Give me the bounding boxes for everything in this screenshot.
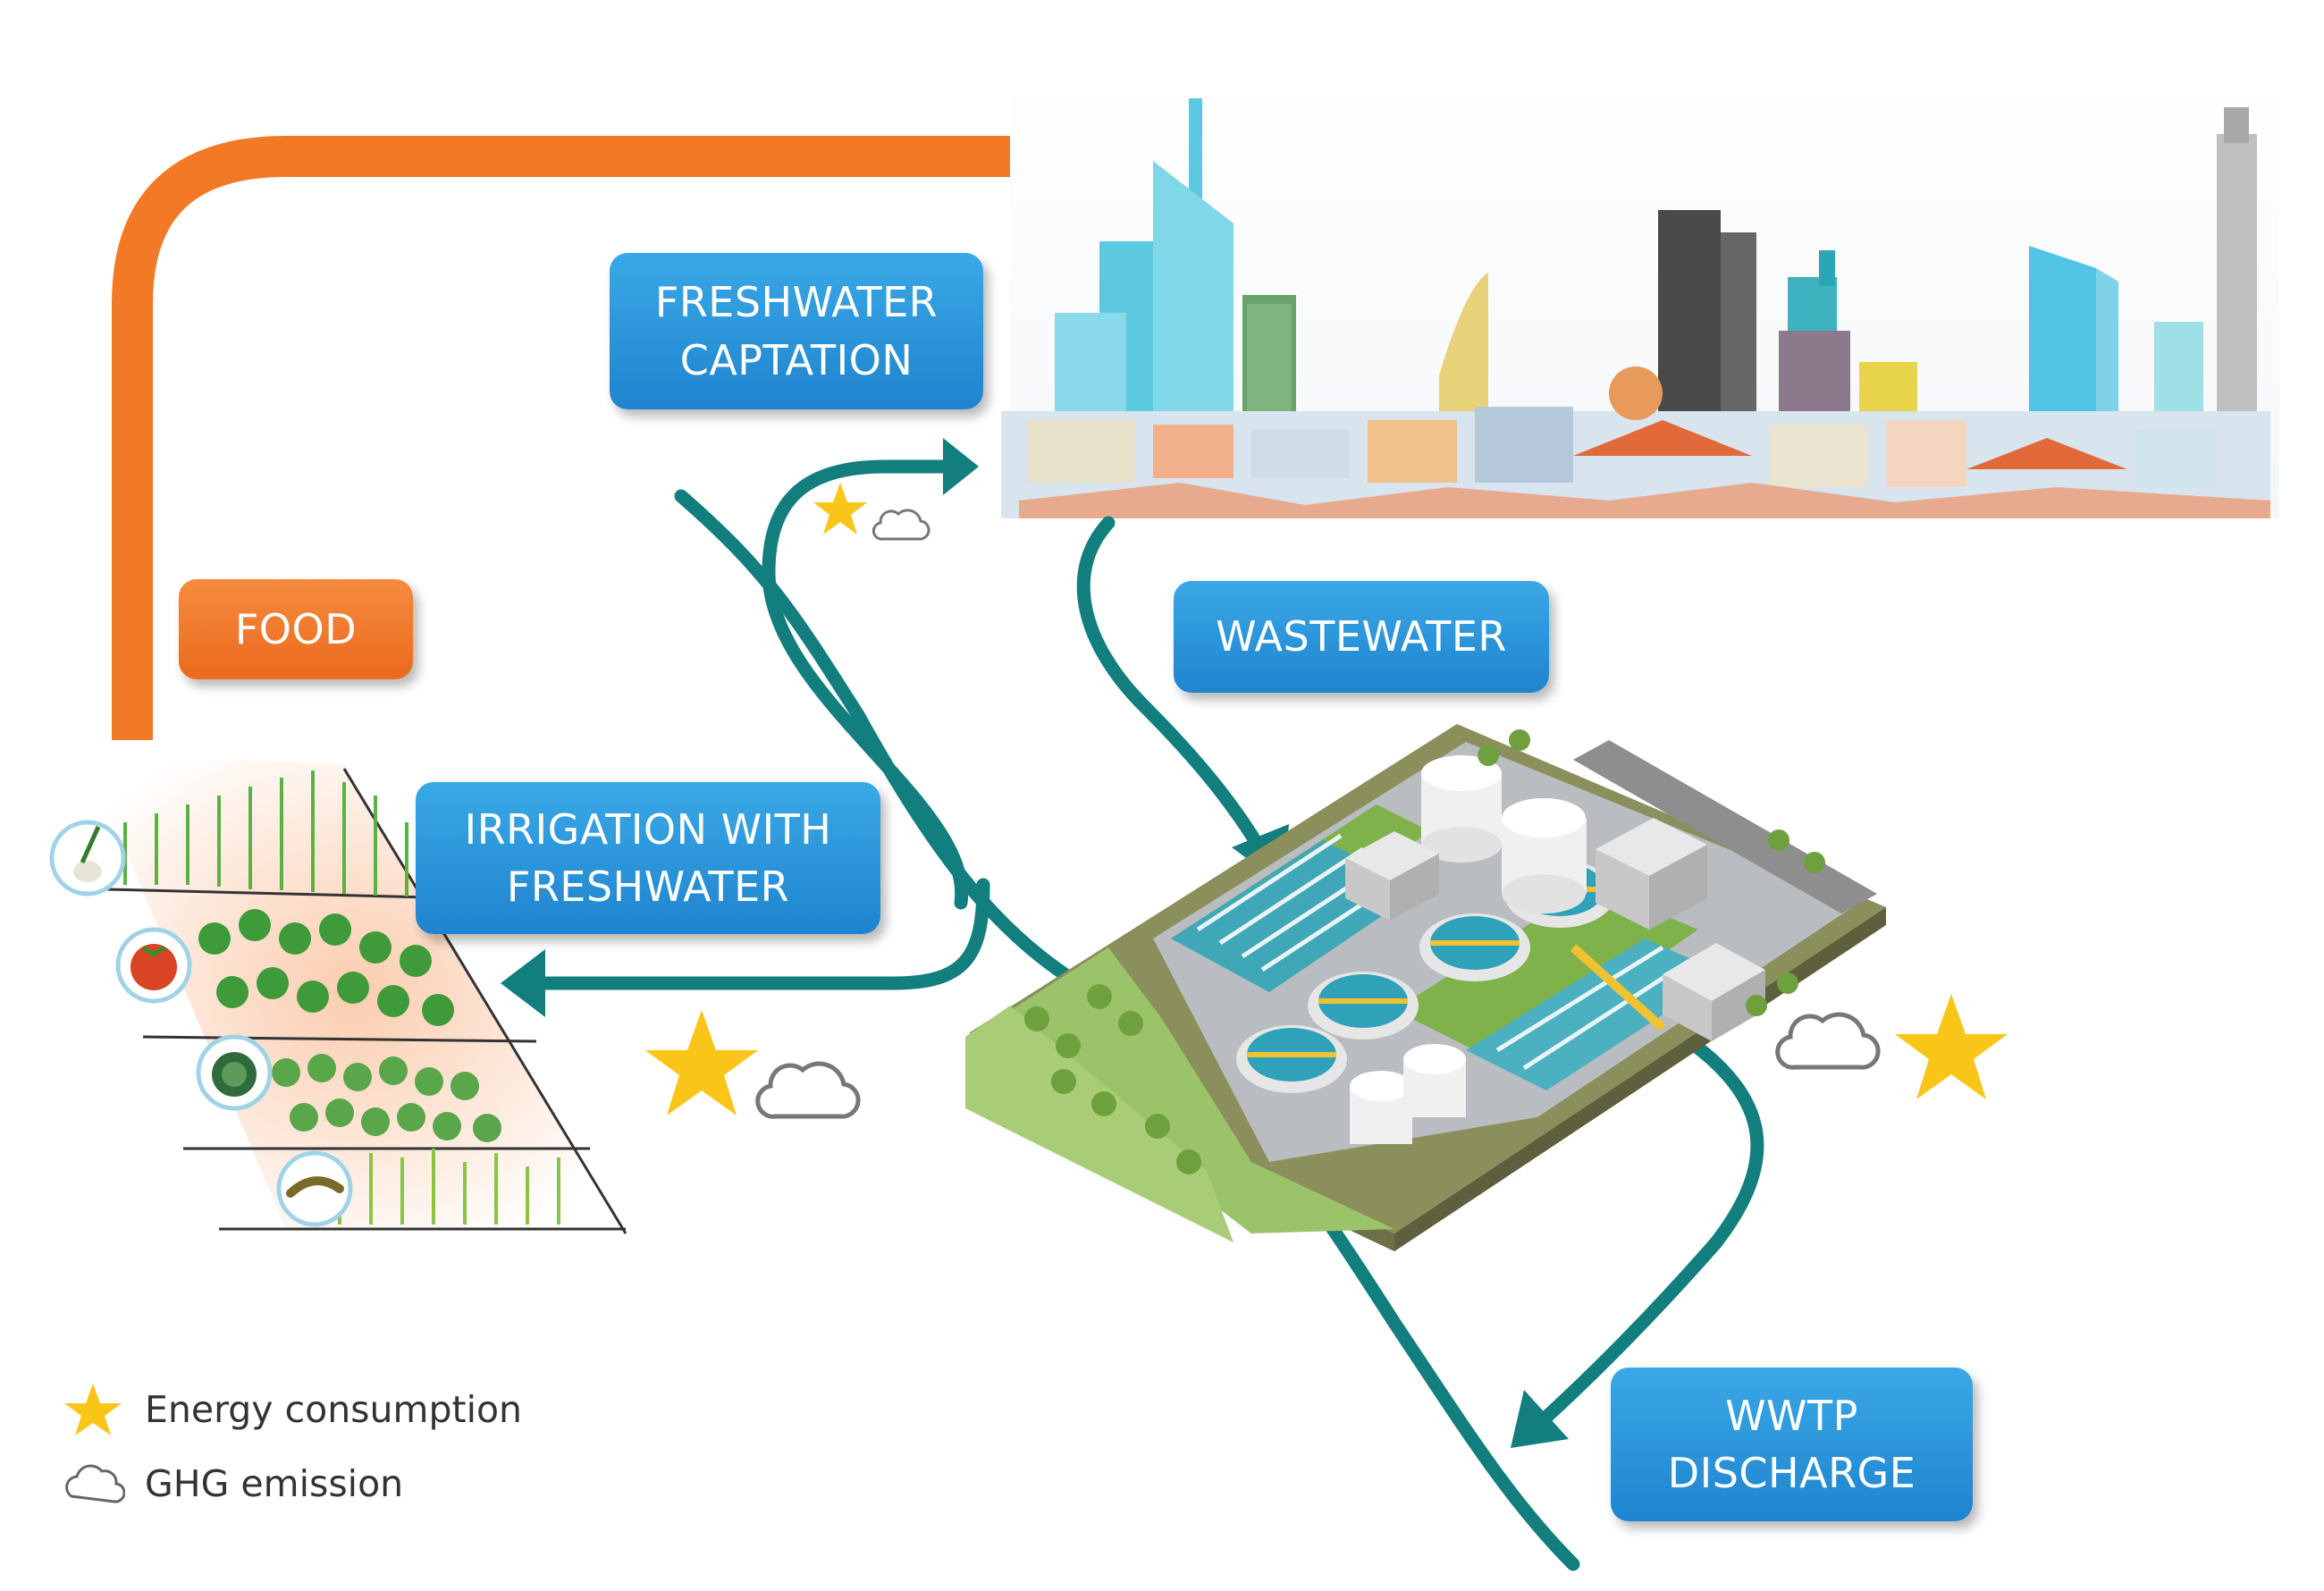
cabbage-icon bbox=[196, 1034, 273, 1111]
legend-energy-row: Energy consumption bbox=[61, 1381, 522, 1438]
legend-cloud-icon bbox=[65, 1464, 125, 1503]
wwtp-discharge-label: WWTP DISCHARGE bbox=[1611, 1368, 1973, 1521]
food-label: FOOD bbox=[179, 579, 413, 679]
freshwater-ghg-cloud-icon bbox=[872, 509, 930, 541]
wastewater-arrow bbox=[1076, 516, 1289, 885]
irrigation-arrow bbox=[501, 878, 990, 1017]
wwtp-discharge-arrow bbox=[1511, 1034, 1764, 1448]
wastewater-label: WASTEWATER bbox=[1174, 581, 1549, 693]
crop-field bbox=[85, 755, 627, 1234]
legend-ghg-row: GHG emission bbox=[61, 1459, 403, 1509]
irrigation-label: IRRIGATION WITH FRESHWATER bbox=[416, 782, 880, 934]
irrigation-energy-star-icon bbox=[645, 1010, 758, 1115]
irrigation-ghg-cloud-icon bbox=[755, 1061, 861, 1119]
freshwater-captation-label: FRESHWATER CAPTATION bbox=[610, 253, 983, 409]
freshwater-energy-star-icon bbox=[813, 483, 867, 535]
wwtp-plant bbox=[965, 724, 1886, 1251]
legend-ghg-label: GHG emission bbox=[145, 1462, 404, 1505]
wwtp-energy-star-icon bbox=[1895, 994, 2008, 1099]
tomato-icon bbox=[115, 927, 192, 1004]
onion-icon bbox=[49, 820, 126, 897]
legend-energy-label: Energy consumption bbox=[145, 1388, 523, 1431]
city-skyline bbox=[1001, 72, 2279, 518]
bean-icon bbox=[276, 1150, 353, 1227]
legend-star-icon bbox=[64, 1384, 122, 1435]
wwtp-ghg-cloud-icon bbox=[1775, 1012, 1881, 1070]
freshwater-captation-arrow bbox=[762, 438, 979, 910]
